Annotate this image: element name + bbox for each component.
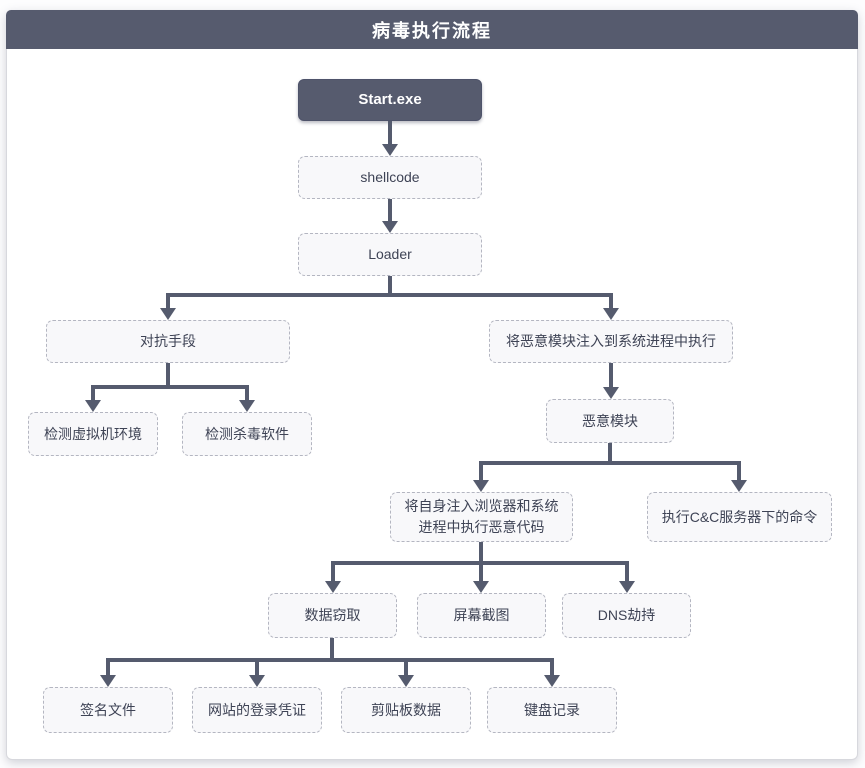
node-start: Start.exe <box>298 79 482 121</box>
connector-arrow <box>100 675 116 687</box>
node-detect-vm: 检测虚拟机环境 <box>28 412 158 456</box>
connector-line <box>106 658 110 676</box>
node-inject-browser: 将自身注入浏览器和系统进程中执行恶意代码 <box>390 492 573 542</box>
connector-arrow <box>544 675 560 687</box>
connector-arrow <box>731 480 747 492</box>
connector-line <box>91 385 249 389</box>
connector-line <box>255 658 259 676</box>
connector-line <box>91 385 95 401</box>
connector-arrow <box>160 308 176 320</box>
connector-line <box>479 461 483 481</box>
connector-line <box>737 461 741 481</box>
connector-line <box>106 658 554 662</box>
connector-line <box>245 385 249 401</box>
connector-arrow <box>382 221 398 233</box>
node-shellcode: shellcode <box>298 156 482 199</box>
connector-line <box>625 561 629 582</box>
connector-line <box>166 363 170 389</box>
connector-arrow <box>619 581 635 593</box>
connector-line <box>331 561 335 582</box>
connector-line <box>609 363 613 388</box>
title-bar: 病毒执行流程 <box>6 10 858 49</box>
node-data-theft: 数据窃取 <box>268 593 397 638</box>
node-keylogging: 键盘记录 <box>487 687 617 733</box>
node-screen-capture: 屏幕截图 <box>417 593 546 638</box>
connector-arrow <box>473 581 489 593</box>
node-inject-system-process: 将恶意模块注入到系统进程中执行 <box>489 320 733 363</box>
connector-arrow <box>325 581 341 593</box>
connector-line <box>608 443 612 465</box>
page-title: 病毒执行流程 <box>372 20 492 41</box>
connector-arrow <box>473 480 489 492</box>
connector-line <box>479 542 483 565</box>
connector-line <box>609 293 613 310</box>
connector-line <box>404 658 408 676</box>
connector-arrow <box>249 675 265 687</box>
connector-arrow <box>382 144 398 156</box>
connector-arrow <box>85 400 101 412</box>
node-detect-antivirus: 检测杀毒软件 <box>182 412 312 456</box>
node-web-credentials: 网站的登录凭证 <box>192 687 322 733</box>
connector-line <box>330 638 334 662</box>
node-loader: Loader <box>298 233 482 276</box>
connector-arrow <box>398 675 414 687</box>
connector-line <box>550 658 554 676</box>
connector-line <box>479 561 483 582</box>
connector-arrow <box>239 400 255 412</box>
node-signed-files: 签名文件 <box>43 687 173 733</box>
node-exec-cc-command: 执行C&C服务器下的命令 <box>647 492 832 542</box>
node-malicious-module: 恶意模块 <box>546 399 674 443</box>
node-clipboard-data: 剪贴板数据 <box>341 687 471 733</box>
connector-line <box>388 121 392 146</box>
connector-arrow <box>603 308 619 320</box>
connector-line <box>166 293 613 297</box>
connector-line <box>388 199 392 223</box>
node-countermeasures: 对抗手段 <box>46 320 290 363</box>
connector-line <box>166 293 170 310</box>
node-dns-hijack: DNS劫持 <box>562 593 691 638</box>
connector-line <box>479 461 741 465</box>
connector-arrow <box>603 387 619 399</box>
connector-line <box>388 276 392 297</box>
